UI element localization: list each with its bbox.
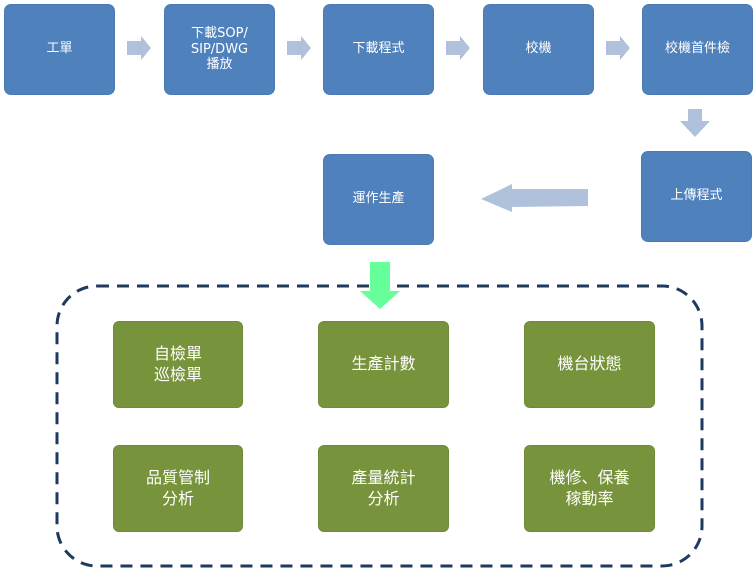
arrow-down-icon: [680, 109, 710, 137]
function-label: 機台狀態: [557, 354, 622, 374]
function-label: 生產計數: [351, 354, 416, 374]
step-download-program[interactable]: 下載程式: [323, 4, 434, 95]
function-output-statistics[interactable]: 產量統計 分析: [318, 445, 449, 532]
step-label: 校機首件檢: [664, 41, 730, 57]
function-label: 機修、保養 稼動率: [549, 467, 630, 508]
arrow-right-icon: [606, 36, 630, 60]
function-inspection-sheets[interactable]: 自檢單 巡檢單: [113, 321, 243, 408]
function-label: 產量統計 分析: [351, 467, 416, 508]
function-maintenance[interactable]: 機修、保養 稼動率: [524, 445, 655, 532]
step-label: 校機: [525, 41, 552, 57]
step-calibrate[interactable]: 校機: [483, 4, 594, 95]
step-label: 工單: [46, 41, 73, 57]
arrow-right-icon: [127, 36, 151, 60]
function-quality-control[interactable]: 品質管制 分析: [113, 445, 243, 532]
function-label: 品質管制 分析: [145, 467, 210, 508]
arrow-down-highlight-icon: [360, 262, 400, 309]
step-label: 運作生產: [352, 191, 405, 207]
step-upload-program[interactable]: 上傳程式: [641, 151, 752, 242]
step-download-sop[interactable]: 下載SOP/ SIP/DWG 播放: [164, 4, 275, 95]
step-label: 下載程式: [352, 41, 405, 57]
function-machine-status[interactable]: 機台狀態: [524, 321, 655, 408]
step-first-article[interactable]: 校機首件檢: [642, 4, 753, 95]
function-label: 自檢單 巡檢單: [153, 343, 202, 384]
function-production-count[interactable]: 生產計數: [318, 321, 449, 408]
step-label: 下載SOP/ SIP/DWG 播放: [190, 26, 249, 73]
step-label: 上傳程式: [670, 188, 723, 204]
arrow-right-icon: [287, 36, 311, 60]
step-work-order[interactable]: 工單: [4, 4, 115, 95]
arrow-right-icon: [446, 36, 470, 60]
arrow-left-icon: [481, 184, 588, 212]
step-run-production[interactable]: 運作生產: [323, 154, 434, 245]
